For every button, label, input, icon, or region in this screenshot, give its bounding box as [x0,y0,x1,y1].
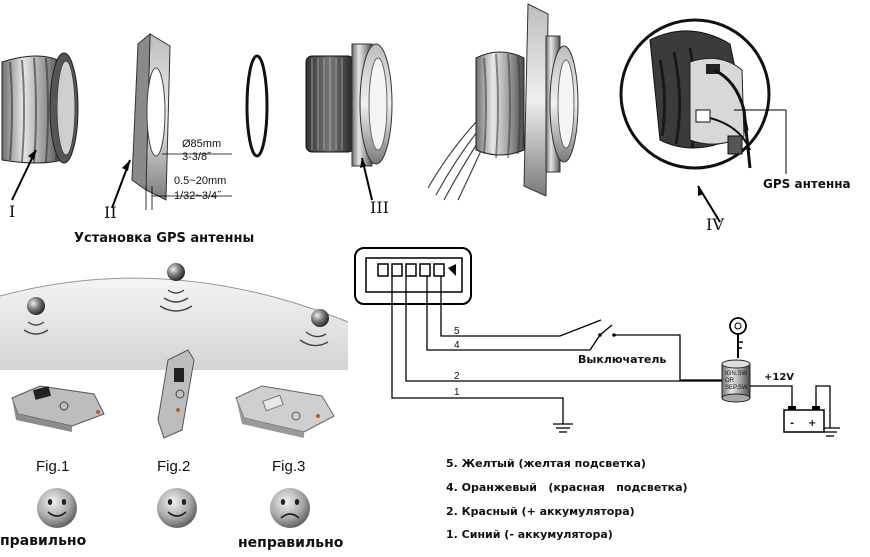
fig-2-label: Fig.2 [157,458,191,475]
ign-label-2: OR [725,378,734,384]
fig-1-verdict: правильно [0,533,87,549]
voltage-label: +12V [764,372,795,383]
part-label-1: I [9,202,16,221]
part-label-3: III [370,198,389,217]
face-fig-1 [37,488,77,528]
legend-item-1: 1. Синий (- аккумулятора) [446,528,613,541]
fig-3-label: Fig.3 [272,458,306,475]
part-2-flange [131,32,171,201]
switch-lever [599,324,613,336]
ground-wire-1 [553,423,573,433]
o-ring [245,54,269,158]
install-title: Установка GPS антенны [74,231,255,246]
face-fig-3 [270,488,310,528]
sky-panel [0,277,349,370]
mount-fig-2 [157,349,195,439]
part-4-inset [619,18,771,170]
dim-diameter-in: 3-3/8˝ [182,151,211,163]
battery-minus: - [790,418,795,429]
part-label-4: IV [706,215,724,234]
wire-label-4: 4 [454,340,460,351]
assembled-antenna [427,3,579,201]
key-icon [729,317,747,358]
fig-3-verdict: неправильно [238,535,344,551]
battery-plus: + [808,418,817,429]
satellite-1 [23,297,49,335]
switch-label: Выключатель [578,353,667,366]
dim-diameter-mm: Ø85mm [182,138,222,150]
part-1-nut [1,52,79,164]
mount-fig-3 [235,385,335,438]
dim-thickness-in: 1/32~3/4˝ [174,190,221,202]
part-label-2: II [104,203,117,222]
legend-item-4: 4. Оранжевый (красная подсветка) [446,481,688,494]
gps-antenna-label: GPS антенна [763,177,851,191]
ignition-switch [721,359,751,403]
satellite-3 [299,309,329,347]
battery [783,406,825,433]
ign-label-3: SEP.SW [725,385,748,391]
wire-label-2: 2 [454,371,460,382]
switch-contact-b [612,333,616,337]
dim-thickness-mm: 0.5~20mm [174,175,227,187]
legend-item-2: 2. Красный (+ аккумулятора) [446,505,635,518]
connector [354,247,472,305]
mount-fig-1 [11,385,105,432]
ign-label-1: IGN.SW [725,371,747,377]
legend-item-5: 5. Желтый (желтая подсветка) [446,457,646,470]
fig-1-label: Fig.1 [36,458,70,475]
wires [391,276,831,428]
satellite-2 [159,263,193,312]
wire-label-5: 5 [454,326,460,337]
face-fig-2 [157,488,197,528]
wire-label-1: 1 [454,387,460,398]
part-3-threaded-body [305,43,393,167]
